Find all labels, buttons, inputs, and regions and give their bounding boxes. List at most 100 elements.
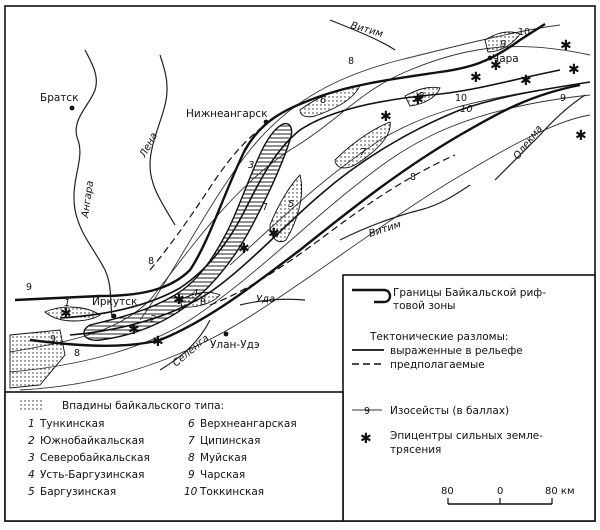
legend-left: Впадины байкальского типа: 1 Тункинская … [4, 391, 344, 522]
rivers [73, 19, 586, 371]
basin-list-num: 3 [28, 452, 35, 464]
marker-ulan-ude [223, 331, 229, 337]
isoseism-value: 10 [518, 27, 530, 38]
river-vitim-top [329, 19, 396, 51]
marker-irkutsk [111, 313, 117, 319]
isoseism-value: 8 [200, 297, 206, 308]
river-selenga [159, 319, 211, 371]
basin-number: 5 [288, 199, 294, 210]
city-label-ulan-ude: Улан-Удэ [210, 339, 260, 351]
epicenter-star: ✱ [568, 62, 580, 78]
isoseism-value: 8 [148, 256, 154, 267]
basin-list-name: Баргузинская [40, 486, 116, 498]
rift-boundary [14, 22, 581, 347]
isoseism-value: 9 [50, 334, 56, 345]
basin-number: 6 [320, 95, 326, 106]
city-label-nizhneangarsk: Нижнеангарск [186, 108, 268, 120]
river-label-uda: Уда [256, 294, 275, 305]
river-label-selenga: Селенга [171, 333, 211, 369]
city-label-bratsk: Братск [40, 92, 79, 104]
basin-list-num: 8 [188, 452, 195, 464]
isoseism-value: 10 [455, 93, 467, 104]
isoseism-value: 8 [410, 172, 416, 183]
legend-epicenters-line2: трясения [390, 444, 441, 456]
basin-number: 7 [360, 147, 367, 158]
epicenter-legend-icon: ✱ [360, 431, 372, 447]
legend-basin-list: 1 Тункинская 2 Южнобайкальская 3 Североб… [28, 418, 297, 498]
city-label-irkutsk: Иркутск [92, 296, 137, 308]
legend-isoseism-sample: 9 [364, 406, 370, 417]
basin-list-name: Чарская [200, 469, 245, 481]
river-vitim-mid [339, 184, 471, 241]
epicenter-star: ✱ [60, 306, 72, 322]
city-labels: Братск Иркутск Улан-Удэ Нижнеангарск Чар… [40, 53, 519, 351]
legend-rift-boundary-line1: Границы Байкальской риф- [393, 287, 546, 299]
basin-number: 8 [418, 91, 424, 102]
basin-numbers: 1 2 3 4 5 6 7 8 9 10 [64, 39, 506, 325]
isoseism-values: 8 9 10 8 9 10 8 9 8 7 8 [26, 27, 566, 359]
city-label-chara: Чара [492, 53, 519, 65]
legend-rift-boundary-line2: товой зоны [393, 300, 455, 312]
basin-list-num: 6 [188, 418, 195, 430]
basin-list-num: 4 [28, 469, 35, 481]
epicenters: ✱ ✱ ✱ ✱ ✱ ✱ ✱ ✱ ✱ ✱ ✱ ✱ ✱ ✱ [60, 38, 587, 350]
basin-list-num: 7 [188, 435, 195, 447]
marker-nizhneangarsk [263, 119, 269, 125]
basin-number: 2 [150, 314, 156, 325]
basin-list-name: Верхнеангарская [200, 418, 297, 430]
river-olekma [494, 94, 586, 181]
marker-chara [487, 55, 493, 61]
epicenter-star: ✱ [268, 226, 280, 242]
legend-epicenters-line1: Эпицентры сильных земле- [390, 430, 543, 442]
river-angara [73, 49, 113, 319]
basin-number: 1 [64, 298, 70, 309]
basin-list-name: Южнобайкальская [40, 435, 144, 447]
rift-boundary-symbol [352, 288, 392, 304]
basin-list-num: 9 [188, 469, 195, 481]
city-markers [69, 55, 493, 337]
basins [9, 31, 521, 389]
epicenter-star: ✱ [238, 241, 250, 257]
basin-list-name: Токкинская [199, 486, 264, 498]
epicenter-star: ✱ [173, 292, 185, 308]
basin-legend-symbol [18, 400, 44, 410]
epicenter-star: ✱ [380, 109, 392, 125]
legend-right: Границы Байкальской риф- товой зоны Тект… [342, 274, 596, 522]
legend-basins-title: Впадины байкальского типа: [62, 400, 224, 412]
basin-number: 9 [500, 39, 506, 50]
scale-bar: 80 0 80 км [441, 486, 575, 505]
epicenter-star: ✱ [490, 58, 502, 74]
basin-list-name: Тункинская [39, 418, 104, 430]
scale-mid: 0 [497, 486, 503, 497]
epicenter-star: ✱ [575, 128, 587, 144]
basin-list-name: Муйская [200, 452, 247, 464]
epicenter-star: ✱ [560, 38, 572, 54]
basin-list-num: 10 [184, 486, 198, 498]
tectonic-faults [59, 69, 591, 336]
basin-number: 4 [192, 288, 198, 299]
basin-list-num: 2 [28, 435, 35, 447]
scale-right: 80 км [545, 486, 575, 497]
river-label-vitim-top: Витим [349, 20, 384, 40]
isoseism-value: 9 [560, 93, 566, 104]
basin-list-name: Северобайкальская [40, 452, 150, 464]
legend-faults-assumed: предполагаемые [390, 359, 485, 371]
basin-list-name: Усть-Баргузинская [40, 469, 144, 481]
epicenter-star: ✱ [470, 70, 482, 86]
legend-right-frame [342, 274, 596, 522]
legend-faults-relief: выраженные в рельефе [390, 345, 523, 357]
legend-faults-title: Тектонические разломы: [369, 331, 508, 343]
basin-list-num: 5 [28, 486, 35, 498]
river-uda [239, 298, 306, 306]
river-label-olekma: Олекма [512, 123, 545, 161]
legend-isoseisms: Изосейсты (в баллах) [390, 405, 509, 417]
epicenter-star: ✱ [128, 322, 140, 338]
epicenter-star: ✱ [520, 73, 532, 89]
epicenter-star: ✱ [152, 334, 164, 350]
isoseism-value: 7 [262, 202, 268, 213]
basin-list-name: Ципинская [200, 435, 260, 447]
basin-number: 10 [460, 104, 473, 115]
river-label-lena: Лена [137, 131, 160, 160]
